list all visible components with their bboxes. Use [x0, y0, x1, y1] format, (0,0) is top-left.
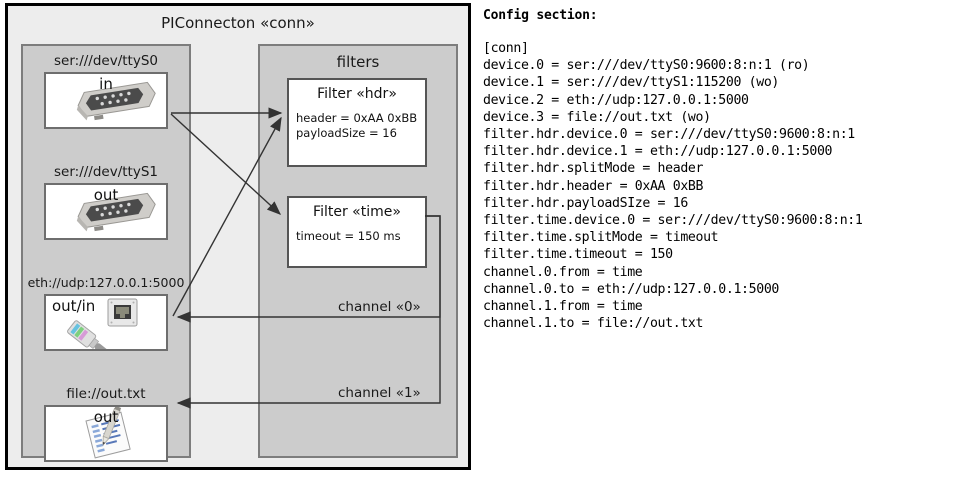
filter-attributes: header = 0xAA 0xBB payloadSize = 16 — [296, 111, 425, 141]
device-box[interactable]: in — [44, 72, 168, 129]
filter-time-box[interactable]: Filter «time» timeout = 150 ms — [287, 196, 427, 268]
config-line: device.3 = file://out.txt (wo) — [483, 109, 711, 125]
config-heading: Config section: — [483, 8, 598, 23]
device-ser-ttyS1[interactable]: ser:///dev/ttyS1 out — [23, 163, 189, 240]
devices-panel: ser:///dev/ttyS0 in — [21, 44, 191, 462]
filters-title: filters — [336, 53, 380, 71]
config-lines: [conn] device.0 = ser:///dev/ttyS0:9600:8… — [483, 40, 953, 332]
config-line: [conn] — [483, 41, 529, 56]
device-label: file://out.txt — [66, 386, 146, 402]
device-file-out[interactable]: file://out.txt out — [23, 385, 189, 462]
serial-db9-icon — [46, 185, 166, 238]
channel-1-label: channel «1» — [338, 385, 421, 401]
filter-attr: header = 0xAA 0xBB — [296, 111, 418, 125]
serial-db9-icon — [46, 74, 166, 127]
channel-0-label: channel «0» — [338, 299, 421, 315]
config-line: filter.hdr.device.0 = ser:///dev/ttyS0:9… — [483, 127, 855, 143]
config-line: filter.hdr.header = 0xAA 0xBB — [483, 178, 704, 194]
device-ser-ttyS0[interactable]: ser:///dev/ttyS0 in — [23, 52, 189, 129]
device-box[interactable]: out — [44, 405, 168, 462]
config-line: device.2 = eth://udp:127.0.0.1:5000 — [483, 92, 749, 108]
device-io-direction: out — [93, 186, 119, 204]
ethernet-jack-icon — [46, 296, 166, 349]
component-title: PIConnecton «conn» — [161, 14, 315, 32]
config-line: channel.1.from = time — [483, 299, 643, 315]
device-label: ser:///dev/ttyS1 — [54, 164, 158, 180]
config-line: filter.time.splitMode = timeout — [483, 230, 719, 246]
filter-attr: payloadSize = 16 — [296, 126, 397, 140]
config-line: channel.1.to = file://out.txt — [483, 316, 704, 332]
config-line: filter.time.device.0 = ser:///dev/ttyS0:… — [483, 213, 863, 229]
config-line: channel.0.from = time — [483, 264, 643, 280]
filter-attributes: timeout = 150 ms — [296, 229, 425, 244]
device-label: ser:///dev/ttyS0 — [54, 53, 158, 69]
text-file-pencil-icon — [46, 407, 166, 460]
filter-hdr-box[interactable]: Filter «hdr» header = 0xAA 0xBB payloadS… — [287, 78, 427, 167]
config-line: channel.0.to = eth://udp:127.0.0.1:5000 — [483, 281, 779, 297]
config-line: filter.hdr.splitMode = header — [483, 161, 704, 177]
device-eth-udp[interactable]: eth://udp:127.0.0.1:5000 out/in — [23, 274, 189, 351]
config-line: device.1 = ser:///dev/ttyS1:115200 (wo) — [483, 75, 779, 91]
filter-attr: timeout = 150 ms — [296, 229, 401, 243]
filter-title: Filter «time» — [313, 204, 401, 220]
device-io-direction: in — [99, 75, 113, 93]
config-section: Config section: [conn] device.0 = ser:///… — [483, 8, 953, 332]
device-io-direction: out/in — [52, 297, 96, 315]
device-box[interactable]: out/in — [44, 294, 168, 351]
device-box[interactable]: out — [44, 183, 168, 240]
config-line: device.0 = ser:///dev/ttyS0:9600:8:n:1 (… — [483, 58, 810, 74]
connector-component-diagram: PIConnecton «conn» ser:///dev/ttyS0 in — [5, 3, 471, 470]
config-line: filter.time.timeout = 150 — [483, 247, 673, 263]
config-line: filter.hdr.device.1 = eth://udp:127.0.0.… — [483, 144, 833, 160]
filter-title: Filter «hdr» — [317, 86, 397, 102]
device-io-direction: out — [93, 408, 119, 426]
config-line: filter.hdr.payloadSIze = 16 — [483, 195, 688, 211]
device-label: eth://udp:127.0.0.1:5000 — [27, 275, 185, 290]
